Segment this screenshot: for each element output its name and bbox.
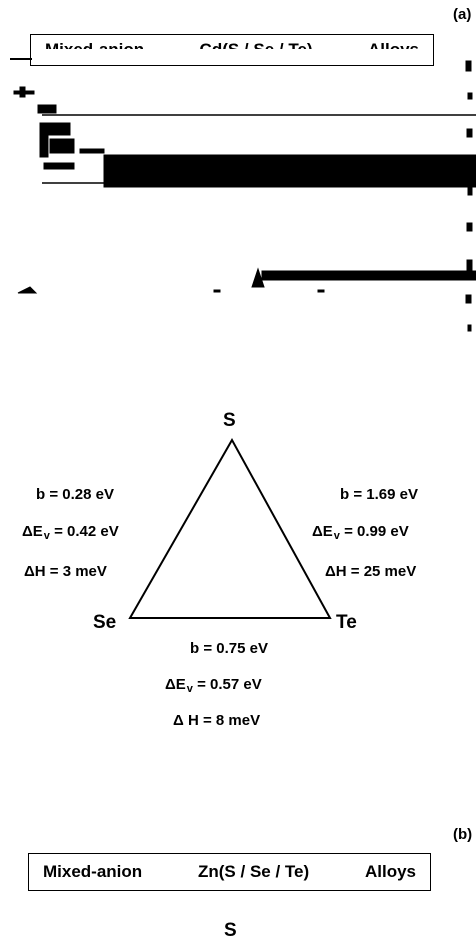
glitch-block: [49, 138, 75, 154]
panel-b-title-kind: Alloys: [364, 862, 416, 881]
glitch-fragment: [317, 289, 325, 293]
triangle-outline: [128, 437, 332, 619]
glitch-fragment: [465, 60, 472, 72]
glitch-fragment: [465, 294, 472, 304]
edge-S-Se-mixing-enthalpy: ΔH = 3 meV: [24, 563, 107, 580]
panel-a-title-type: Mixed-anion: [45, 40, 145, 59]
edge-S-Te-mixing-enthalpy: ΔH = 25 meV: [325, 563, 417, 580]
panel-a-label: (a): [453, 6, 472, 23]
edge-S-Te-bowing: b = 1.69 eV: [340, 486, 418, 503]
glitch-block: [43, 162, 75, 170]
glitch-fragment: [37, 104, 57, 114]
panel-a-title-formula: Cd(S / Se / Te): [199, 40, 313, 59]
glitch-block: [39, 122, 71, 136]
glitch-block: [79, 148, 105, 154]
glitch-block: [39, 134, 49, 158]
panel-a-title-kind: Alloys: [367, 40, 419, 59]
panel-a-title-box: Mixed-anion Cd(S / Se / Te) Alloys: [30, 34, 434, 66]
glitch-bar: [261, 270, 476, 281]
glitch-fragment: [17, 286, 38, 294]
glitch-fragment: [467, 92, 473, 100]
render-glitch-region: [13, 60, 476, 332]
title-box-artifact: [10, 58, 32, 60]
glitch-fragment: [19, 86, 26, 98]
panel-b-title-formula: Zn(S / Se / Te): [198, 862, 310, 881]
panel-b-vertex-label-S: S: [224, 920, 237, 941]
glitch-fragment: [251, 267, 265, 288]
glitch-fragment: [466, 128, 473, 138]
glitch-bar: [103, 154, 476, 188]
edge-Se-Te-valence-offset: ΔEv = 0.57 eV: [165, 676, 262, 695]
panel-b-title-type: Mixed-anion: [43, 862, 143, 881]
glitch-fragment: [213, 289, 221, 293]
edge-S-Te-valence-offset: ΔEv = 0.99 eV: [312, 523, 409, 542]
glitch-fragment: [466, 222, 473, 232]
glitch-fragment: [467, 324, 472, 332]
edge-S-Se-bowing: b = 0.28 eV: [36, 486, 114, 503]
edge-S-Se-valence-offset: ΔEv = 0.42 eV: [22, 523, 119, 542]
edge-Se-Te-mixing-enthalpy: Δ H = 8 meV: [173, 712, 261, 729]
vertex-label-Te: Te: [336, 612, 357, 633]
panel-b-title-box: Mixed-anion Zn(S / Se / Te) Alloys: [28, 853, 431, 891]
panel-b-label: (b): [453, 826, 473, 843]
vertex-label-S: S: [223, 410, 236, 431]
vertex-label-Se: Se: [93, 612, 117, 633]
edge-Se-Te-bowing: b = 0.75 eV: [190, 640, 268, 657]
